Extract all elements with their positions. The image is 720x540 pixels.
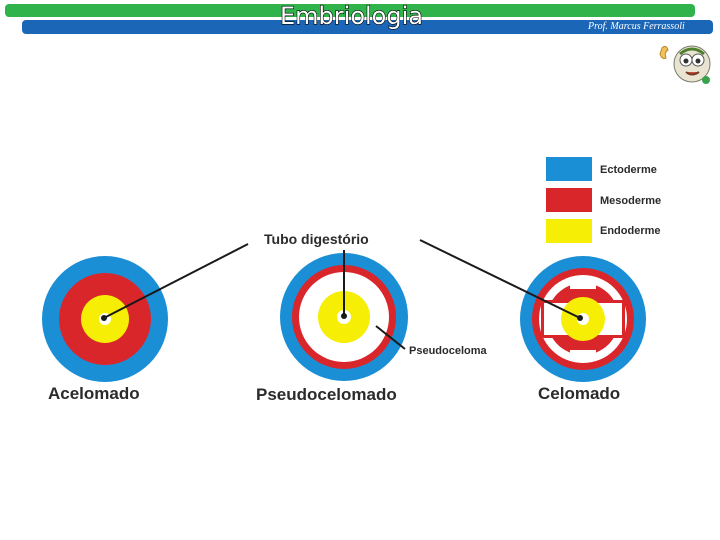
acelomado-label: Acelomado (48, 384, 140, 403)
author-credit: Prof. Marcus Ferrassoli (588, 21, 685, 32)
mascot-icon (659, 45, 711, 84)
legend-swatch-ectoderm (546, 157, 592, 181)
legend-label-ectoderm: Ectoderme (600, 164, 657, 176)
header-bar-green (5, 4, 695, 17)
tube-pointer-lines (103, 239, 581, 350)
pointer-tip-pseudocelomado (341, 313, 347, 319)
legend-swatch-endoderm (546, 219, 592, 243)
pointer-tip-celomado (577, 315, 583, 321)
legend-label-mesoderm: Mesoderme (600, 195, 661, 207)
page-title: Embriologia (279, 1, 423, 30)
pseudocelomado-label: Pseudocelomado (256, 385, 397, 404)
tube-label: Tubo digestório (264, 231, 369, 247)
legend-label-endoderm: Endoderme (600, 225, 661, 237)
header-bar-blue (22, 20, 713, 34)
pointer-tip-acelomado (101, 315, 107, 321)
celomado-cross-section (520, 256, 646, 382)
legend-swatch-mesoderm (546, 188, 592, 212)
pseudocoel-label: Pseudoceloma (409, 345, 488, 357)
celomado-label: Celomado (538, 384, 620, 403)
